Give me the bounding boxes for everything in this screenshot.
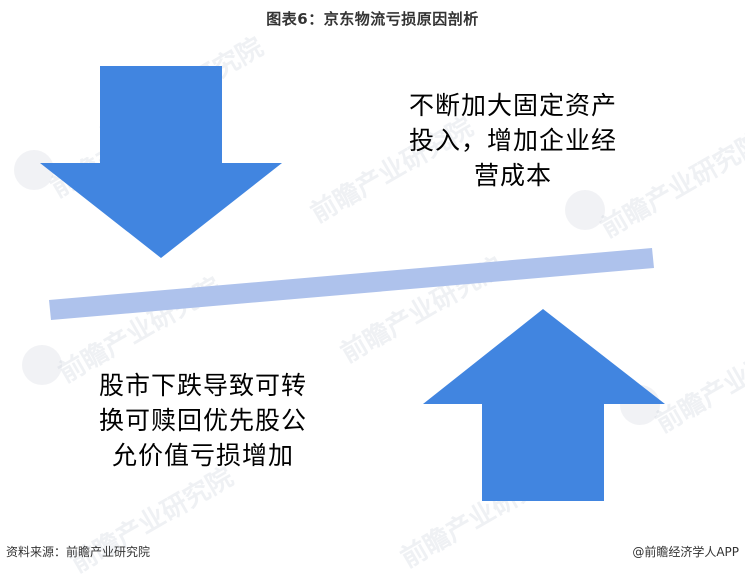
chart-title: 图表6：京东物流亏损原因剖析 [266, 10, 479, 28]
up-arrow-icon [423, 309, 665, 501]
watermark-logo-icon [565, 190, 605, 230]
watermark-logo-icon [22, 345, 62, 385]
source-note: 资料来源：前瞻产业研究院 [6, 545, 151, 559]
label-line: 允价值亏损增加 [111, 441, 294, 470]
credit-note: @前瞻经济学人APP [632, 545, 739, 559]
lever-bar [49, 248, 654, 320]
down-arrow-icon [40, 66, 282, 258]
label-line: 股市下跌导致可转 [98, 371, 307, 400]
watermark-logo-icon [14, 150, 54, 190]
label-line: 不断加大固定资产 [408, 91, 617, 120]
label-line: 投入，增加企业经 [408, 126, 617, 155]
label-line: 营成本 [473, 161, 552, 190]
cause-label-fixed-assets: 不断加大固定资产 投入，增加企业经 营成本 [388, 88, 638, 193]
label-line: 换可赎回优先股公 [98, 406, 307, 435]
cause-label-preferred-shares: 股市下跌导致可转 换可赎回优先股公 允价值亏损增加 [78, 368, 328, 473]
